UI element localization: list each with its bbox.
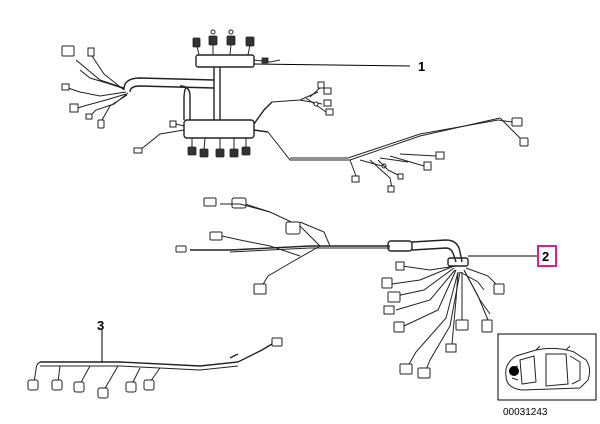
callout-2-highlight-box [537, 245, 557, 267]
harness-1-bottom-connectors [133, 120, 251, 158]
callout-3-label: 3 [97, 318, 104, 333]
car-top-view-icon [505, 345, 591, 391]
harness-2 [175, 197, 505, 379]
callout-2: 2 [468, 245, 557, 267]
callout-1-label: 1 [418, 59, 425, 74]
callout-1: 1 [253, 59, 425, 74]
harness-3 [27, 337, 283, 399]
harness-1-right-upper-branches [271, 81, 334, 116]
location-dot [509, 366, 519, 376]
harness-1-left-branches [61, 45, 129, 129]
harness-1 [61, 29, 529, 193]
callout-2-label: 2 [542, 249, 549, 264]
callout-3: 3 [97, 318, 104, 362]
part-number: 00031243 [503, 407, 548, 418]
harness-1-top-connectors [192, 29, 281, 64]
harness-2-lower-branches [381, 261, 505, 379]
harness-1-long-branch [267, 117, 529, 193]
location-inset [497, 333, 597, 401]
